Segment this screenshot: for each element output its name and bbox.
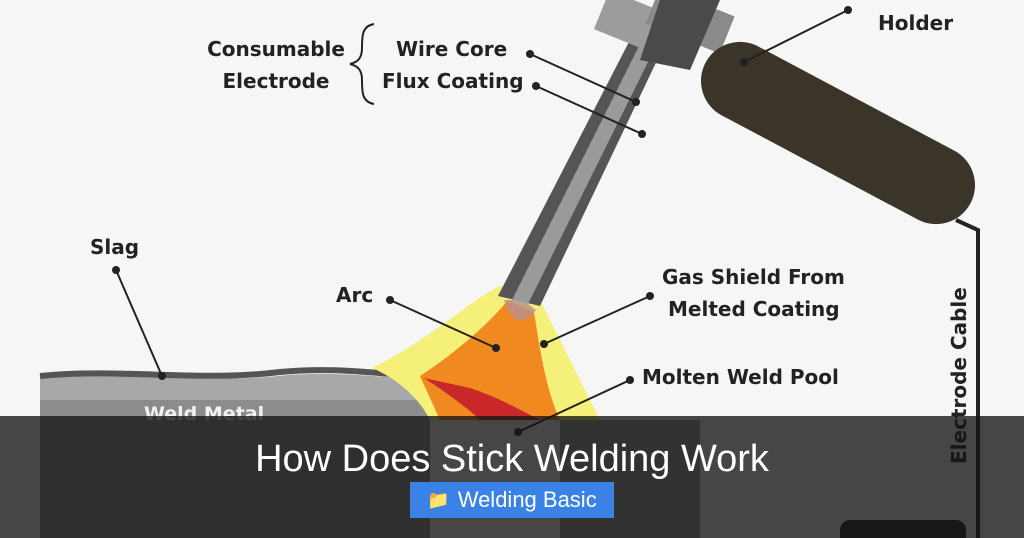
slag-label: Slag	[90, 235, 139, 259]
leader-lines	[115, 9, 849, 433]
consumable-label-line1: Consumable	[207, 37, 345, 61]
consumable-brace	[349, 23, 375, 105]
gas-shield-label-line1: Gas Shield From	[662, 265, 845, 289]
gas-shield-leader	[543, 295, 651, 345]
gas-shield-label-line2: Melted Coating	[668, 297, 840, 321]
wire-core-leader	[529, 53, 637, 103]
arc-label: Arc	[336, 283, 373, 307]
electrode-core	[512, 44, 654, 304]
folder-icon: 📁	[427, 489, 450, 510]
arc-leader	[389, 299, 497, 349]
slag-layer	[39, 367, 433, 379]
wire-core-label: Wire Core	[396, 37, 507, 61]
consumable-label-line2: Electrode	[223, 69, 330, 93]
holder-handle	[700, 41, 976, 225]
flux-coating-label: Flux Coating	[382, 69, 524, 93]
flux-coating-leader	[535, 85, 643, 135]
holder-rod	[640, 0, 720, 70]
molten-pool	[424, 378, 540, 420]
holder-clamp	[593, 0, 666, 52]
category-badge[interactable]: 📁 Welding Basic	[410, 482, 614, 518]
molten-pool-label: Molten Weld Pool	[642, 365, 839, 389]
page-title: How Does Stick Welding Work	[255, 438, 769, 480]
holder-leader	[743, 9, 849, 63]
category-label: Welding Basic	[457, 487, 597, 512]
weld-metal-upper	[40, 374, 430, 400]
holder-label: Holder	[878, 11, 953, 35]
slag-leader	[115, 269, 163, 377]
electrode-tip	[504, 300, 536, 321]
